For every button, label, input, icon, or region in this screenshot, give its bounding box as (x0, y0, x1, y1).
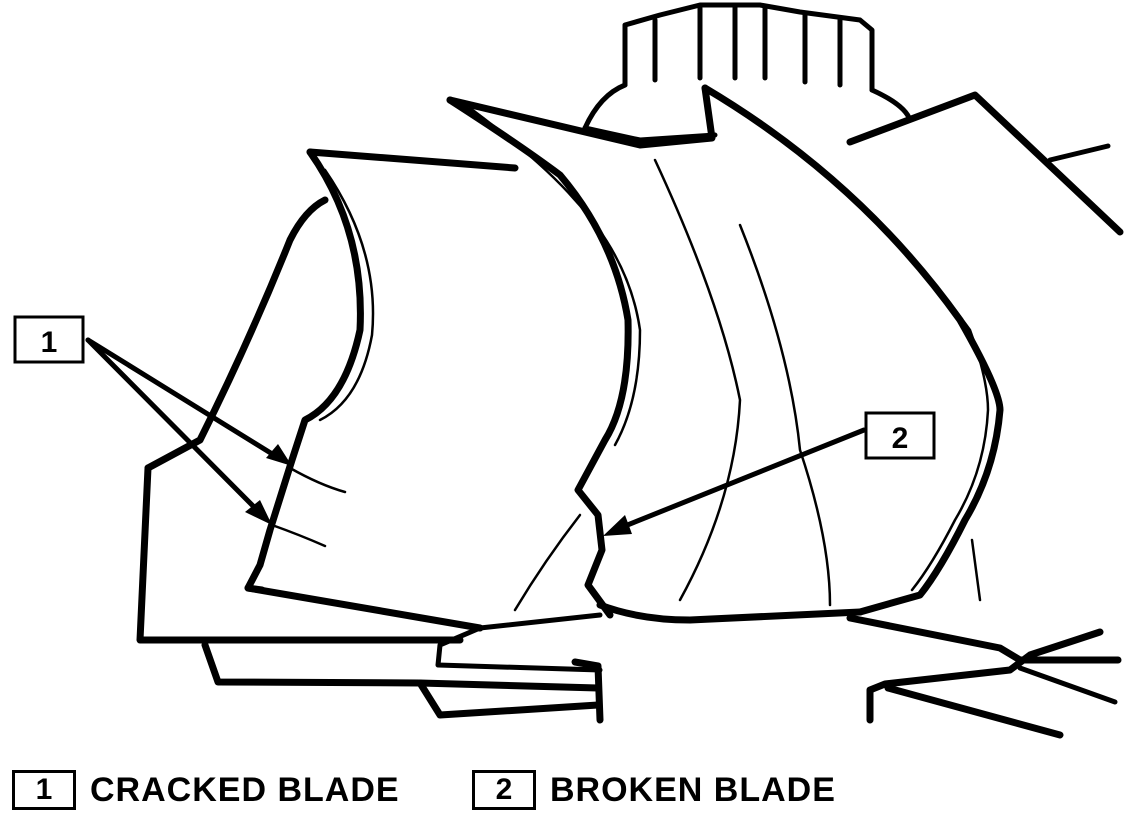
legend-number-box: 2 (472, 770, 536, 810)
callout-1-box (13, 315, 85, 364)
legend-label: CRACKED BLADE (90, 770, 400, 809)
legend-item-broken-blade: 2 BROKEN BLADE (472, 770, 836, 810)
legend-label: BROKEN BLADE (550, 770, 836, 809)
callout-2-leader (612, 427, 867, 533)
hub-nut (582, 2, 913, 143)
broken-blade (435, 84, 716, 673)
cracked-blade (136, 148, 519, 644)
callout-2: 2 (603, 411, 936, 536)
callout-1-arrowhead-upper (266, 444, 292, 466)
callout-2-box (864, 411, 936, 460)
legend-item-cracked-blade: 1 CRACKED BLADE (12, 770, 400, 810)
front-blade (596, 84, 1004, 624)
blade-roots (201, 614, 1122, 739)
callout-2-number: 2 (892, 422, 909, 455)
callout-1: 1 (13, 315, 292, 525)
callout-2-arrowhead (603, 515, 632, 536)
turbine-blades-illustration: 1 2 (13, 2, 1124, 739)
rear-blade (846, 91, 1124, 236)
callout-1-number: 1 (41, 326, 58, 359)
callout-1-leader-lower (85, 337, 265, 518)
legend: 1 CRACKED BLADE 2 BROKEN BLADE (0, 764, 1136, 820)
callout-1-leader-upper (85, 337, 285, 463)
callout-1-arrowhead-lower (245, 500, 272, 525)
legend-number-box: 1 (12, 770, 76, 810)
